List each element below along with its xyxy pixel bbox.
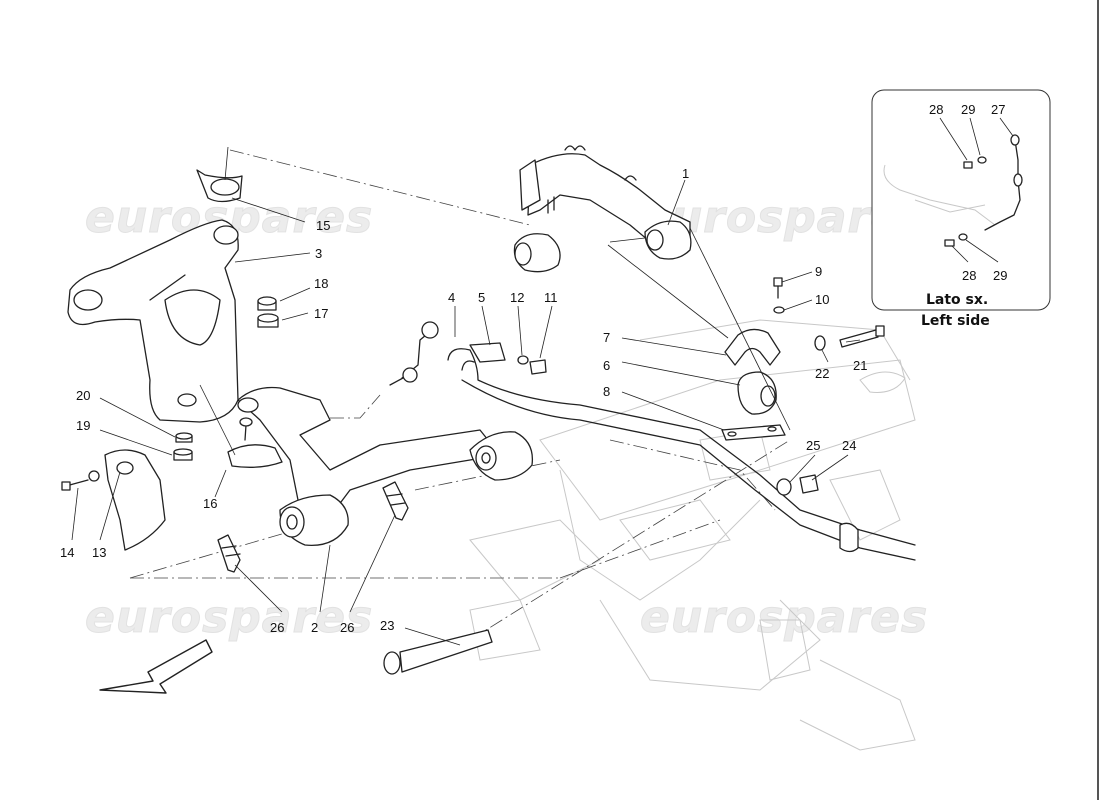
- inset-callout-28-top: 28: [929, 102, 943, 117]
- callout-22: 22: [815, 366, 829, 381]
- stabilizer-link-4: [389, 321, 439, 386]
- nut-24-washer-25: [776, 474, 819, 496]
- bolt-21-washer-22: [814, 325, 885, 351]
- callout-labels: 1 2 3 4 5 6 7 8 9 10 11 12 13 14 15 16 1…: [60, 166, 867, 635]
- callout-2: 2: [311, 620, 318, 635]
- page-edge-rule: [1097, 0, 1099, 800]
- plate-8: [721, 424, 786, 441]
- inset-title-italian: Lato sx.: [926, 292, 988, 308]
- callout-4: 4: [448, 290, 455, 305]
- inset-left-side: 28 29 27 28 29 Lato sx. Left side: [871, 89, 1051, 329]
- callout-16: 16: [203, 496, 217, 511]
- arrow-front-left-icon: [99, 639, 213, 694]
- callout-10: 10: [815, 292, 829, 307]
- link-bracket-5: [469, 342, 506, 363]
- callout-26-right: 26: [340, 620, 354, 635]
- bracket-16: [227, 417, 283, 468]
- callout-21: 21: [853, 358, 867, 373]
- callout-leaders: [71, 179, 861, 646]
- callout-5: 5: [478, 290, 485, 305]
- brake-shield-13-screw-14: [61, 449, 166, 551]
- chassis-ghost: [469, 319, 916, 751]
- callout-3: 3: [315, 246, 322, 261]
- watermark-bottom-left: eurospares: [85, 592, 373, 643]
- upper-control-arm-1: [513, 145, 692, 273]
- inset-callout-27: 27: [991, 102, 1005, 117]
- clips-26: [217, 481, 409, 573]
- inset-title-english: Left side: [921, 313, 990, 329]
- callout-19: 19: [76, 418, 90, 433]
- callout-17: 17: [314, 306, 328, 321]
- callout-7: 7: [603, 330, 610, 345]
- nuts-17-18: [257, 296, 279, 328]
- inset-callout-29-bottom: 29: [993, 268, 1007, 283]
- nuts-19-20: [173, 432, 193, 461]
- bump-stop-bracket-15: [196, 146, 243, 203]
- callout-18: 18: [314, 276, 328, 291]
- nuts-11-12: [517, 355, 547, 375]
- callout-26-left: 26: [270, 620, 284, 635]
- callout-9: 9: [815, 264, 822, 279]
- steering-knuckle-3: [67, 219, 239, 423]
- stabilizer-bar: [447, 348, 916, 561]
- callout-14: 14: [60, 545, 74, 560]
- callout-12: 12: [510, 290, 524, 305]
- callout-1: 1: [682, 166, 689, 181]
- bolt-9-washer-10: [773, 277, 785, 314]
- inset-callout-29-top: 29: [961, 102, 975, 117]
- bushing-clamp-7: [724, 328, 781, 366]
- callout-20: 20: [76, 388, 90, 403]
- callout-15: 15: [316, 218, 330, 233]
- bushing-6: [737, 371, 777, 415]
- callout-8: 8: [603, 384, 610, 399]
- callout-23: 23: [380, 618, 394, 633]
- callout-6: 6: [603, 358, 610, 373]
- bolt-23: [383, 629, 493, 675]
- callout-25: 25: [806, 438, 820, 453]
- callout-13: 13: [92, 545, 106, 560]
- callout-11: 11: [544, 290, 558, 305]
- watermark-bottom-right: eurospares: [640, 592, 928, 643]
- lower-control-arm-2: [237, 386, 534, 546]
- callout-24: 24: [842, 438, 856, 453]
- inset-callout-28-bottom: 28: [962, 268, 976, 283]
